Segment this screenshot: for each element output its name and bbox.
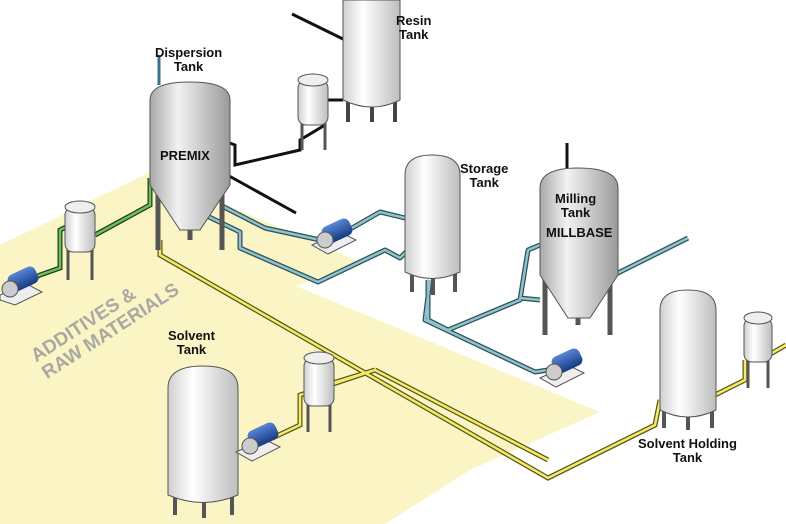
pump bbox=[310, 218, 358, 255]
resin-tank bbox=[342, 0, 401, 122]
label-line: Milling bbox=[555, 191, 597, 206]
label-line: Tank bbox=[672, 450, 703, 465]
filter bbox=[64, 200, 96, 280]
label-line: Solvent bbox=[168, 328, 215, 343]
solvent-tank bbox=[167, 365, 239, 518]
label-line: Tank bbox=[399, 27, 429, 42]
filter bbox=[743, 311, 773, 388]
pump bbox=[0, 266, 44, 306]
pump bbox=[234, 422, 282, 462]
premix-label: PREMIX bbox=[160, 148, 210, 163]
filter bbox=[303, 351, 335, 432]
label-line: Dispersion bbox=[155, 45, 223, 60]
storage-tank bbox=[404, 154, 461, 295]
milling-tank bbox=[539, 167, 619, 335]
dispersion-tank bbox=[149, 55, 231, 250]
solvent-pipe bbox=[157, 240, 786, 481]
label-line: Tank bbox=[469, 175, 499, 190]
label-line: Storage bbox=[460, 161, 509, 176]
premix-pipe bbox=[202, 190, 690, 375]
label-line: Resin bbox=[396, 13, 432, 28]
label-line: Tank bbox=[173, 59, 204, 74]
label-line: Solvent Holding bbox=[638, 436, 737, 451]
filter bbox=[297, 73, 329, 150]
additives-raw-materials-area bbox=[0, 172, 600, 524]
millbase-label: MILLBASE bbox=[546, 225, 613, 240]
solvent-holding-tank bbox=[659, 289, 717, 430]
label-line: Tank bbox=[560, 205, 591, 220]
pump bbox=[538, 348, 586, 388]
label-line: Tank bbox=[176, 342, 207, 357]
